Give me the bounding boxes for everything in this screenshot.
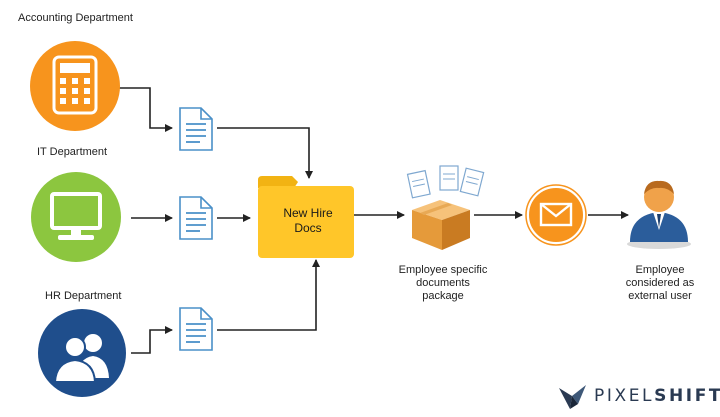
- package-label-line1: Employee specific: [398, 264, 488, 276]
- people-icon: [38, 309, 126, 397]
- brand-name: PIXELSHIFT: [594, 386, 720, 406]
- it-circle: [31, 172, 121, 262]
- folder-label-line2: Docs: [294, 221, 322, 235]
- employee-label-line1: Employee: [635, 264, 685, 276]
- monitor-icon: [31, 172, 121, 262]
- brand-name-part1: PIXEL: [594, 386, 655, 406]
- document-icon: [179, 307, 213, 351]
- connector-hr-doc: [131, 326, 173, 354]
- box-icon: [406, 165, 485, 250]
- folder-label: New Hire Docs: [266, 206, 350, 236]
- user-icon: [627, 180, 691, 249]
- package-label-line3: package: [422, 290, 464, 302]
- connectors: [118, 87, 629, 354]
- envelope-icon: [525, 184, 587, 246]
- floating-documents: [406, 165, 485, 199]
- connector-docA-folder: [217, 127, 313, 179]
- package-label: Employee specific documents package: [388, 264, 498, 303]
- accounting-circle: [30, 41, 120, 131]
- connector-docC-folder: [217, 259, 320, 331]
- employee-label-line3: external user: [628, 290, 692, 302]
- document-icon: [179, 196, 213, 240]
- employee-label-line2: considered as: [625, 277, 695, 289]
- folder-label-line1: New Hire: [283, 206, 333, 220]
- brand-bird-icon: [559, 385, 586, 409]
- folder-icon: [258, 176, 354, 258]
- employee-label: Employee considered as external user: [614, 264, 706, 303]
- package-label-line2: documents: [416, 277, 470, 289]
- brand-logo: PIXELSHIFT: [558, 382, 720, 412]
- it-label: IT Department: [37, 146, 108, 158]
- brand-name-part2: SHIFT: [654, 386, 720, 406]
- hr-label: HR Department: [45, 290, 122, 302]
- accounting-label: Accounting Department: [18, 12, 133, 24]
- calculator-icon: [30, 41, 120, 131]
- connector-accounting-doc: [118, 87, 173, 132]
- document-icon: [179, 107, 213, 151]
